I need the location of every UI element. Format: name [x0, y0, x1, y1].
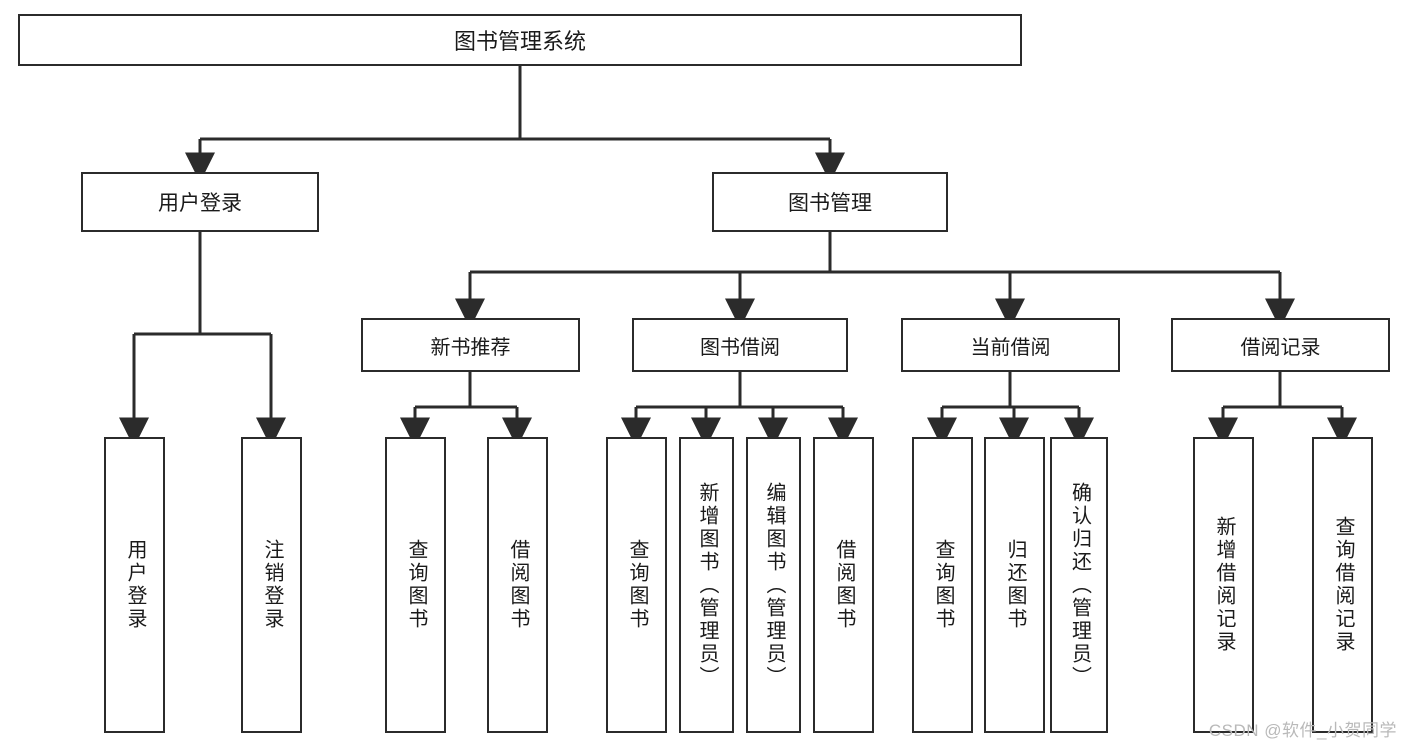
edge-book-manage-to-level2	[455, 232, 1295, 329]
edge-user-login-to-leaves	[119, 232, 286, 448]
node-leaf-add-record[interactable]: 新增借阅记录	[1193, 437, 1254, 733]
node-book-borrow-label: 图书借阅	[700, 336, 780, 359]
edge-current-borrow-to-leaves	[927, 372, 1094, 448]
node-leaf-confirm-return[interactable]: 确认归还（管理员）	[1050, 437, 1108, 733]
node-leaf-return-book-label: 归还图书	[1004, 539, 1026, 631]
node-current-borrow-label: 当前借阅	[970, 336, 1051, 359]
node-leaf-query-book-cur[interactable]: 查询图书	[912, 437, 973, 733]
watermark: CSDN @软件_小贺同学	[1208, 721, 1397, 740]
node-user-login[interactable]: 用户登录	[81, 172, 319, 232]
edge-book-borrow-to-leaves	[621, 372, 858, 448]
node-user-login-label: 用户登录	[158, 192, 242, 215]
node-leaf-logout[interactable]: 注销登录	[241, 437, 302, 733]
node-leaf-query-book-rec-label: 查询图书	[405, 539, 427, 631]
node-leaf-query-record[interactable]: 查询借阅记录	[1312, 437, 1373, 733]
node-leaf-edit-book-label: 编辑图书（管理员）	[763, 481, 785, 689]
node-current-borrow[interactable]: 当前借阅	[901, 318, 1120, 372]
node-leaf-borrow-book-rec[interactable]: 借阅图书	[487, 437, 548, 733]
node-book-borrow[interactable]: 图书借阅	[632, 318, 848, 372]
node-book-manage[interactable]: 图书管理	[712, 172, 948, 232]
node-root[interactable]: 图书管理系统	[18, 14, 1022, 66]
node-leaf-user-login-label: 用户登录	[124, 539, 146, 631]
node-root-label: 图书管理系统	[453, 29, 586, 54]
node-new-book-rec[interactable]: 新书推荐	[361, 318, 580, 372]
node-leaf-add-book-label: 新增图书（管理员）	[696, 481, 718, 689]
node-borrow-record[interactable]: 借阅记录	[1171, 318, 1390, 372]
edge-new-book-rec-to-leaves	[400, 372, 532, 448]
node-borrow-record-label: 借阅记录	[1240, 336, 1321, 359]
node-leaf-query-book-bor-label: 查询图书	[626, 539, 648, 631]
node-leaf-query-book-cur-label: 查询图书	[932, 539, 954, 631]
node-leaf-return-book[interactable]: 归还图书	[984, 437, 1045, 733]
node-leaf-query-record-label: 查询借阅记录	[1332, 516, 1354, 654]
node-leaf-user-login[interactable]: 用户登录	[104, 437, 165, 733]
edge-borrow-record-to-leaves	[1208, 372, 1357, 448]
node-leaf-borrow-book-bor[interactable]: 借阅图书	[813, 437, 874, 733]
node-leaf-confirm-return-label: 确认归还（管理员）	[1068, 481, 1091, 689]
node-leaf-borrow-book-bor-label: 借阅图书	[833, 539, 855, 631]
node-leaf-add-record-label: 新增借阅记录	[1213, 516, 1235, 654]
node-book-manage-label: 图书管理	[788, 192, 872, 215]
node-leaf-logout-label: 注销登录	[261, 539, 283, 631]
node-new-book-rec-label: 新书推荐	[430, 336, 511, 359]
edge-root-to-level1	[185, 66, 845, 183]
node-leaf-query-book-bor[interactable]: 查询图书	[606, 437, 667, 733]
node-leaf-add-book[interactable]: 新增图书（管理员）	[679, 437, 734, 733]
node-leaf-edit-book[interactable]: 编辑图书（管理员）	[746, 437, 801, 733]
node-leaf-borrow-book-rec-label: 借阅图书	[507, 539, 529, 631]
node-leaf-query-book-rec[interactable]: 查询图书	[385, 437, 446, 733]
